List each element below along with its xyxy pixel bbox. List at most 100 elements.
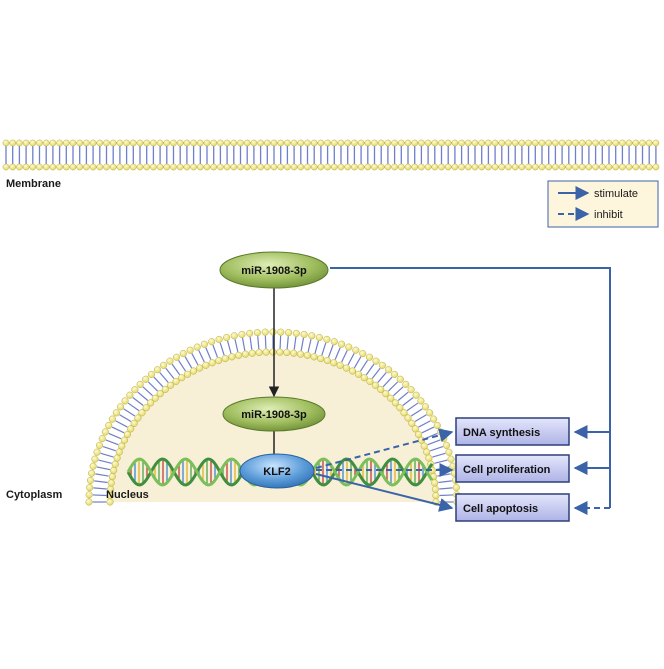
lipid-head xyxy=(189,367,198,375)
lipid-head xyxy=(95,441,104,449)
lipid-head xyxy=(93,448,101,456)
lipid-tail xyxy=(159,372,169,383)
lipid-head xyxy=(572,139,579,147)
lipid-tail xyxy=(98,459,112,464)
lipid-tail xyxy=(93,487,107,490)
lipid-head xyxy=(42,139,50,147)
lipid-head xyxy=(418,163,425,171)
lipid-head xyxy=(103,163,110,171)
lipid-head xyxy=(585,139,593,147)
lipid-head xyxy=(592,139,599,147)
lipid-head xyxy=(88,469,96,477)
mir-cyto-ellipse xyxy=(219,251,329,289)
lipid-head xyxy=(290,349,298,357)
klf2-outcome-connectors xyxy=(315,428,454,512)
lipid-head xyxy=(404,414,412,422)
lipid-head xyxy=(377,163,385,171)
lipid-head xyxy=(290,163,298,171)
lipid-head xyxy=(402,380,410,388)
lipid-head xyxy=(442,441,451,449)
lipid-head xyxy=(166,357,174,365)
lipid-head xyxy=(9,163,17,171)
lipid-head xyxy=(76,139,84,147)
lipid-tail xyxy=(205,347,212,360)
lipid-head xyxy=(150,139,157,147)
lipid-head xyxy=(360,374,368,382)
lipid-head xyxy=(317,139,325,147)
lipid-head xyxy=(243,139,251,147)
lipid-head xyxy=(505,163,512,171)
lipid-head xyxy=(344,163,352,171)
lipid-head xyxy=(384,163,392,171)
lipid-head xyxy=(424,139,432,147)
lipid-head xyxy=(444,163,452,171)
lipid-head xyxy=(76,163,84,171)
lipid-head xyxy=(136,139,144,147)
cell-proliferation-label: Cell proliferation xyxy=(463,464,551,476)
lipid-head xyxy=(431,163,439,171)
lipid-head xyxy=(336,361,344,369)
lipid-head xyxy=(221,355,229,363)
lipid-head xyxy=(196,139,204,147)
lipid-head xyxy=(170,163,177,171)
lipid-head xyxy=(228,353,236,361)
lipid-head xyxy=(223,333,231,342)
lipid-head xyxy=(598,163,606,171)
lipid-head xyxy=(243,163,251,171)
lipid-head xyxy=(552,139,559,147)
lipid-head xyxy=(387,394,395,402)
lipid-tail xyxy=(92,494,107,497)
lipid-head xyxy=(317,163,325,171)
lipid-tail xyxy=(219,342,225,356)
lipid-tail xyxy=(111,426,125,434)
lipid-tail xyxy=(234,339,239,352)
lipid-head xyxy=(103,139,110,147)
lipid-head xyxy=(300,330,308,338)
lipid-head xyxy=(315,333,323,342)
lipid-head xyxy=(29,139,37,147)
lipid-tail xyxy=(153,376,164,388)
lipid-head xyxy=(107,479,115,487)
lipid-head xyxy=(69,163,77,171)
lipid-head xyxy=(558,139,566,147)
lipid-tail xyxy=(227,340,232,354)
lipid-tail xyxy=(414,414,427,422)
lipid-head xyxy=(438,163,445,171)
mir-1908-3p-cytoplasm: miR-1908-3p xyxy=(219,251,329,289)
lipid-tail xyxy=(257,336,260,350)
lipid-head xyxy=(138,409,146,417)
lipid-head xyxy=(612,139,620,147)
lipid-head xyxy=(36,163,43,171)
lipid-head xyxy=(203,163,211,171)
lipid-tail xyxy=(119,414,132,422)
lipid-head xyxy=(408,419,416,427)
lipid-head xyxy=(338,340,346,348)
legend-inhibit-label: inhibit xyxy=(594,209,623,221)
mir-1908-3p-nucleus: miR-1908-3p xyxy=(222,396,326,432)
lipid-head xyxy=(230,332,238,340)
lipid-head xyxy=(22,139,30,147)
lipid-head xyxy=(371,163,378,171)
lipid-head xyxy=(108,473,116,481)
mir-nuc-label: miR-1908-3p xyxy=(241,409,307,421)
lipid-head xyxy=(382,390,390,398)
lipid-head xyxy=(215,357,223,365)
lipid-head xyxy=(304,139,311,147)
lipid-tail xyxy=(334,347,341,360)
klf2-inhibits-dna-arrow xyxy=(315,428,454,469)
lipid-tail xyxy=(397,391,409,401)
lipid-head xyxy=(303,351,311,359)
lipid-head xyxy=(261,328,269,336)
lipid-head xyxy=(404,139,412,147)
mir-nuc-ellipse xyxy=(222,396,326,432)
cell-apoptosis-label: Cell apoptosis xyxy=(463,503,538,515)
lipid-head xyxy=(83,139,90,147)
plasma-membrane xyxy=(2,139,660,171)
lipid-head xyxy=(283,348,291,357)
lipid-head xyxy=(186,346,194,354)
lipid-head xyxy=(371,381,379,389)
lipid-head xyxy=(391,163,398,171)
lipid-head xyxy=(215,335,223,344)
lipid-head xyxy=(223,163,231,171)
lipid-head xyxy=(430,415,438,423)
